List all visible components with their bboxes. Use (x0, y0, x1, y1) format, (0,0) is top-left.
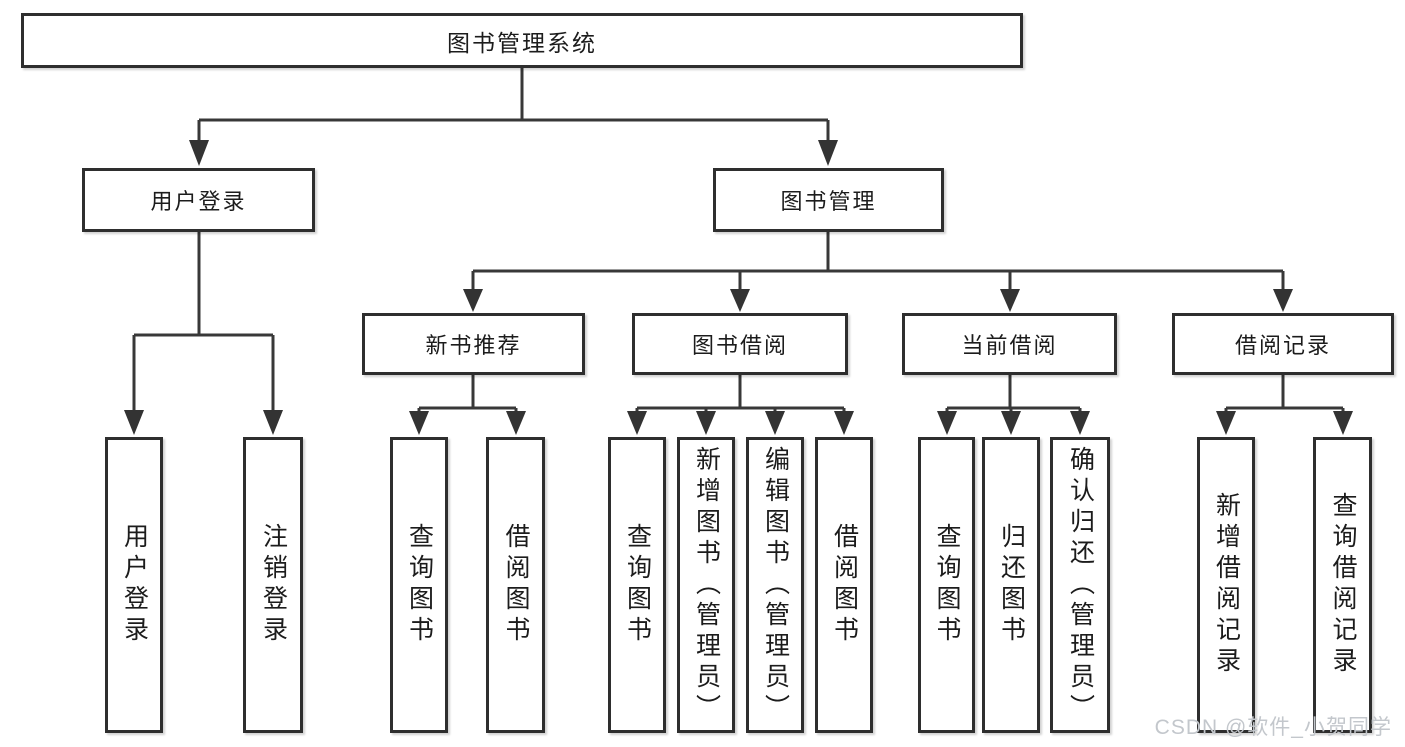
arrow-down-icon (463, 289, 483, 312)
node-label: 当前借阅 (961, 333, 1058, 358)
leaf-query-books-borrow: 查询图书 (608, 437, 666, 733)
connector-book-management (463, 232, 1293, 312)
node-book-borrow: 图书借阅 (632, 313, 848, 375)
arrow-down-icon (696, 411, 716, 435)
node-library-management-system: 图书管理系统 (21, 13, 1023, 68)
node-label: 新增图书（管理员） (692, 445, 721, 725)
leaf-borrow-books: 借阅图书 (815, 437, 873, 733)
connector-new-book-recommend (409, 375, 526, 435)
node-label: 编辑图书（管理员） (761, 445, 790, 725)
arrow-down-icon (1000, 289, 1020, 312)
arrow-down-icon (189, 140, 209, 166)
node-book-management: 图书管理 (713, 168, 944, 232)
arrow-down-icon (263, 410, 283, 435)
node-new-book-recommend: 新书推荐 (362, 313, 585, 375)
connector-borrow-records (1216, 375, 1353, 435)
arrow-down-icon (937, 411, 957, 435)
node-label: 查询借阅记录 (1329, 492, 1357, 678)
leaf-query-books-current: 查询图书 (918, 437, 975, 733)
node-label: 借阅记录 (1234, 333, 1331, 358)
arrow-down-icon (834, 411, 854, 435)
node-current-borrow: 当前借阅 (902, 313, 1117, 375)
arrow-down-icon (1273, 289, 1293, 312)
arrow-down-icon (1001, 411, 1021, 435)
arrow-down-icon (409, 411, 429, 435)
node-label: 新增借阅记录 (1212, 492, 1241, 678)
leaf-add-borrow-record: 新增借阅记录 (1197, 437, 1255, 733)
node-user-login: 用户登录 (82, 168, 315, 232)
leaf-edit-book-admin: 编辑图书（管理员） (746, 437, 804, 733)
node-label: 借阅图书 (830, 523, 859, 647)
node-label: 用户登录 (150, 189, 247, 214)
leaf-borrow-books-recommend: 借阅图书 (486, 437, 545, 733)
connector-user-login (124, 232, 283, 435)
arrow-down-icon (730, 289, 750, 312)
leaf-query-borrow-record: 查询借阅记录 (1313, 437, 1372, 733)
arrow-down-icon (627, 411, 647, 435)
node-label: 查询图书 (623, 523, 652, 647)
leaf-confirm-return-admin: 确认归还（管理员） (1050, 437, 1110, 733)
leaf-logout: 注销登录 (243, 437, 303, 733)
arrow-down-icon (818, 140, 838, 166)
node-label: 注销登录 (259, 523, 288, 647)
connector-current-borrow (937, 375, 1090, 435)
leaf-add-book-admin: 新增图书（管理员） (677, 437, 735, 733)
leaf-query-books-recommend: 查询图书 (390, 437, 448, 733)
leaf-user-login: 用户登录 (105, 437, 163, 733)
arrow-down-icon (1216, 411, 1236, 435)
node-label: 新书推荐 (425, 333, 522, 358)
node-label: 图书管理系统 (447, 29, 597, 56)
connector-book-borrow (627, 375, 854, 435)
node-label: 查询图书 (933, 523, 961, 647)
node-label: 借阅图书 (502, 523, 530, 647)
arrow-down-icon (1333, 411, 1353, 435)
arrow-down-icon (506, 411, 526, 435)
node-label: 确认归还（管理员） (1066, 445, 1095, 725)
node-label: 图书借阅 (691, 333, 788, 358)
arrow-down-icon (1070, 411, 1090, 435)
node-label: 归还图书 (997, 523, 1026, 647)
node-label: 图书管理 (780, 189, 877, 214)
arrow-down-icon (124, 410, 144, 435)
watermark: CSDN @软件_小贺同学 (1154, 716, 1392, 739)
node-label: 用户登录 (120, 523, 149, 647)
leaf-return-book: 归还图书 (982, 437, 1040, 733)
node-label: 查询图书 (405, 523, 434, 647)
connector-root (189, 68, 838, 166)
node-borrow-records: 借阅记录 (1172, 313, 1394, 375)
arrow-down-icon (765, 411, 785, 435)
